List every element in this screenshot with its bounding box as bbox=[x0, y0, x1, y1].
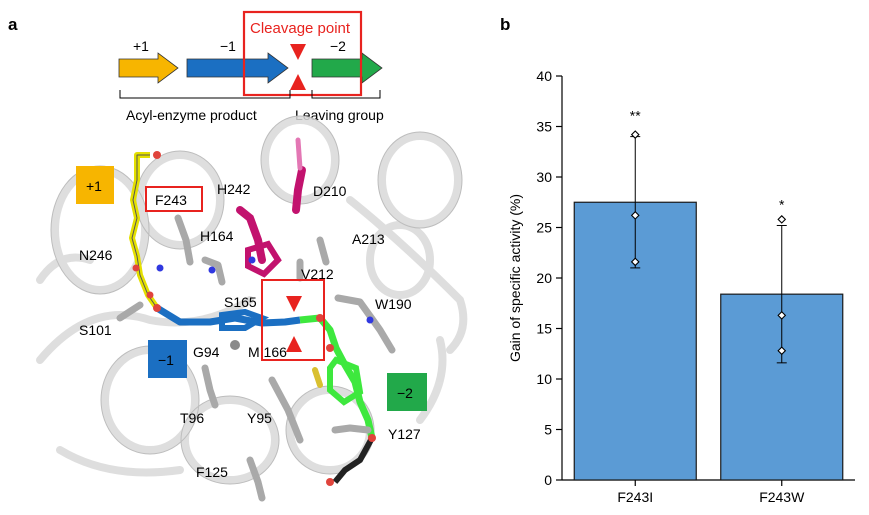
residue-g94: G94 bbox=[193, 344, 220, 360]
box-minus1-label: −1 bbox=[158, 352, 174, 368]
residue-a213: A213 bbox=[352, 231, 385, 247]
y-tick-label: 15 bbox=[536, 321, 552, 337]
sulfur-m166 bbox=[312, 367, 323, 388]
leaving-bracket bbox=[311, 90, 381, 99]
y-tick-label: 20 bbox=[536, 270, 552, 286]
data-point bbox=[630, 257, 640, 267]
acyl-label: Acyl-enzyme product bbox=[126, 107, 257, 123]
protein-structure: +1 −1 −2 F243 H242 D210 H164 A213 N246 V… bbox=[36, 115, 468, 502]
residue-y95: Y95 bbox=[247, 410, 272, 426]
box-plus1-label: +1 bbox=[86, 178, 102, 194]
water-g94 bbox=[230, 340, 240, 350]
data-point bbox=[630, 130, 640, 139]
arrow-plus1 bbox=[118, 52, 179, 84]
side-chains bbox=[116, 214, 396, 502]
residue-s165: S165 bbox=[224, 294, 257, 310]
residue-d210: D210 bbox=[313, 183, 347, 199]
y-tick-label: 10 bbox=[536, 371, 552, 387]
panel-label-b: b bbox=[500, 15, 510, 34]
data-point bbox=[777, 310, 787, 320]
residue-t96: T96 bbox=[180, 410, 204, 426]
significance-marker: * bbox=[779, 196, 785, 212]
residue-m166: M 166 bbox=[248, 344, 287, 360]
subsite-scheme: +1 −1 −2 Cleavage point Acyl-enzyme prod… bbox=[118, 10, 384, 123]
y-tick-label: 0 bbox=[544, 472, 552, 488]
leaving-label: Leaving group bbox=[295, 107, 384, 123]
y-axis-label: Gain of specific activity (%) bbox=[507, 194, 523, 362]
f243-box bbox=[145, 186, 203, 212]
cleavage-triangle-down bbox=[290, 44, 306, 60]
box-minus2 bbox=[387, 373, 427, 411]
box-minus1 bbox=[148, 340, 187, 378]
data-point bbox=[630, 211, 640, 220]
panel-label-a: a bbox=[8, 15, 18, 34]
box-minus2-label: −2 bbox=[397, 385, 413, 401]
residue-h164: H164 bbox=[200, 228, 234, 244]
ligand-minus1 bbox=[155, 305, 301, 327]
data-point bbox=[777, 346, 787, 356]
y-tick-label: 25 bbox=[536, 220, 552, 236]
arrow-minus1 bbox=[186, 52, 289, 84]
nitrogen-atoms bbox=[156, 256, 374, 324]
residue-v212: V212 bbox=[301, 266, 334, 282]
residue-d210-stick bbox=[292, 166, 306, 214]
arrow-plus1-label: +1 bbox=[133, 38, 149, 54]
y-tick-label: 5 bbox=[544, 422, 552, 438]
box-plus1 bbox=[76, 166, 114, 204]
y-tick-label: 40 bbox=[536, 68, 552, 84]
cleavage-label: Cleavage point bbox=[250, 20, 351, 37]
structure-triangle-up bbox=[286, 336, 302, 352]
y-tick-label: 35 bbox=[536, 119, 552, 135]
residue-s101: S101 bbox=[79, 322, 112, 338]
arrow-minus2 bbox=[311, 52, 383, 84]
structure-triangle-down bbox=[286, 296, 302, 312]
cleavage-triangle-up bbox=[290, 74, 306, 90]
residue-h242: H242 bbox=[217, 181, 251, 197]
cleavage-box bbox=[242, 10, 363, 97]
arrow-minus1-label: −1 bbox=[220, 38, 236, 54]
residue-n246: N246 bbox=[79, 247, 113, 263]
data-point bbox=[777, 215, 787, 224]
x-tick-label: F243I bbox=[617, 489, 653, 505]
residue-f243: F243 bbox=[155, 192, 187, 208]
residue-h242-stick bbox=[236, 206, 266, 264]
residue-w190: W190 bbox=[375, 296, 412, 312]
ligand-minus2 bbox=[299, 314, 376, 439]
acyl-bracket bbox=[119, 90, 291, 99]
x-tick-label: F243W bbox=[759, 489, 805, 505]
residue-y127: Y127 bbox=[388, 426, 421, 442]
structure-cleavage-box bbox=[261, 279, 325, 361]
y-tick-label: 30 bbox=[536, 169, 552, 185]
oxygen-atoms bbox=[132, 151, 376, 486]
arrow-minus2-label: −2 bbox=[330, 38, 346, 54]
significance-marker: ** bbox=[630, 108, 641, 124]
residue-f125: F125 bbox=[196, 464, 228, 480]
